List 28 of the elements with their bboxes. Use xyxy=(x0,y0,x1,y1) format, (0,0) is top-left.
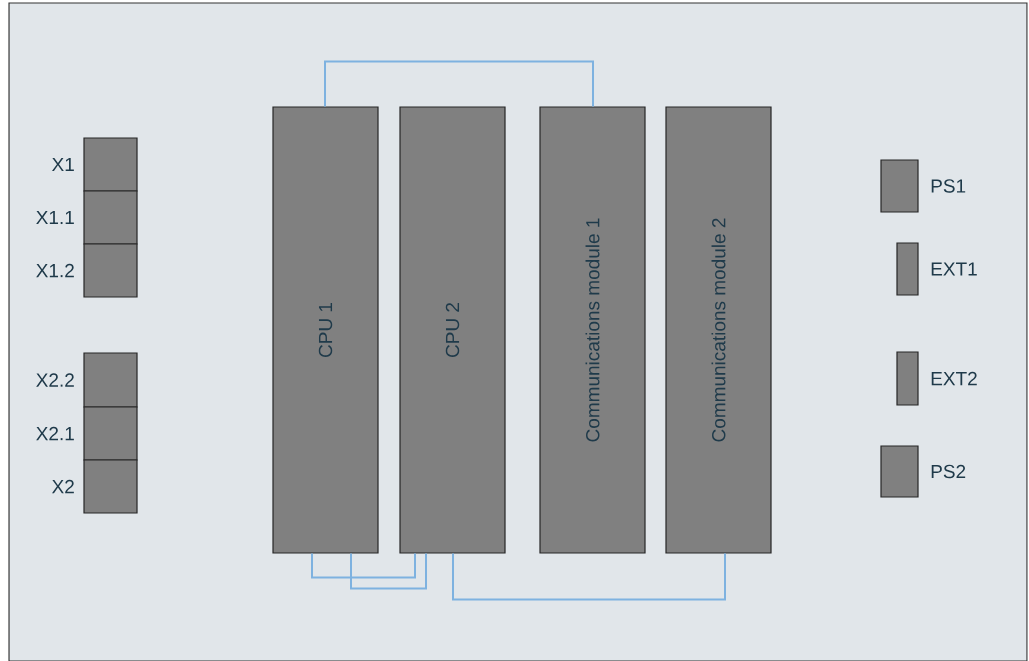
connector-box xyxy=(83,137,138,192)
connector-box xyxy=(83,190,138,245)
cable-line xyxy=(350,552,427,590)
module-box: Communications module 2 xyxy=(665,106,772,554)
connector-label: EXT1 xyxy=(931,262,977,276)
connector-label: X2 xyxy=(52,479,74,494)
module-box: CPU 1 xyxy=(272,106,379,554)
cable-line xyxy=(324,60,594,108)
connector-label: X1.1 xyxy=(36,210,74,225)
module-box: Communications module 1 xyxy=(539,106,646,554)
connector-label: X1 xyxy=(52,157,74,172)
connector-label: PS2 xyxy=(931,464,966,479)
connector-box xyxy=(83,406,138,461)
connector-box xyxy=(896,351,919,406)
connector-box xyxy=(83,459,138,514)
connector-label: X1.2 xyxy=(36,263,74,278)
connector-box xyxy=(83,243,138,298)
connector-box xyxy=(880,445,919,498)
cable-line xyxy=(311,552,416,579)
connector-box xyxy=(896,242,919,296)
module-box: CPU 2 xyxy=(399,106,506,554)
connector-label: PS1 xyxy=(931,179,966,193)
connector-label: EXT2 xyxy=(931,371,977,386)
connector-label: X2.1 xyxy=(36,426,74,441)
connector-box xyxy=(83,352,138,408)
connector-box xyxy=(880,159,919,213)
cable-line xyxy=(452,552,726,601)
connector-label: X2.2 xyxy=(36,373,74,387)
